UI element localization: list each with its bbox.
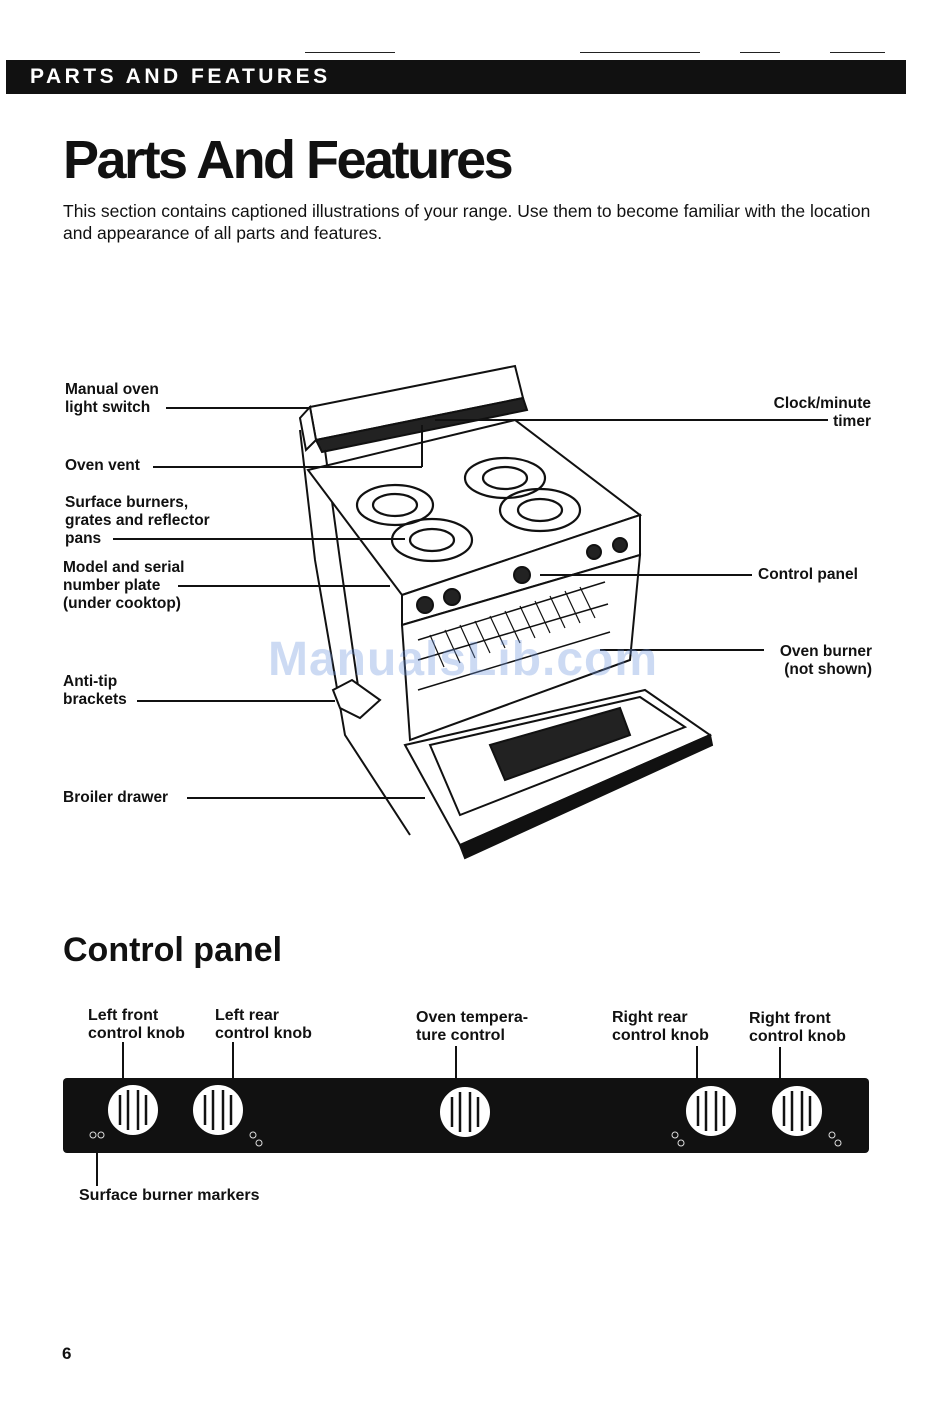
intro-paragraph: This section contains captioned illustra… bbox=[63, 201, 871, 243]
right-rear-knob-label: Right rear control knob bbox=[612, 1009, 709, 1044]
control-panel-label: Control panel bbox=[758, 566, 858, 583]
right-front-knob-label: Right front control knob bbox=[749, 1010, 846, 1045]
right-rear-knob bbox=[684, 1084, 738, 1138]
top-rule bbox=[740, 52, 780, 53]
section-header-bar: PARTS AND FEATURES bbox=[6, 60, 906, 94]
surface-burners-label: Surface burners, grates and reflector pa… bbox=[65, 494, 210, 547]
broiler-drawer-label: Broiler drawer bbox=[63, 789, 169, 806]
model-serial-plate-label: Model and serial number plate (under coo… bbox=[63, 559, 185, 612]
watermark: ManualsLib.com bbox=[268, 633, 659, 686]
manual-oven-light-switch-label: Manual oven light switch bbox=[65, 381, 159, 416]
page-number: 6 bbox=[62, 1344, 72, 1363]
surface-burner-markers-label: Surface burner markers bbox=[79, 1187, 260, 1204]
left-rear-knob bbox=[191, 1083, 245, 1137]
oven-temp-knob bbox=[438, 1085, 492, 1139]
left-front-knob bbox=[106, 1083, 160, 1137]
top-rule bbox=[305, 52, 395, 53]
clock-timer-label: Clock/minute timer bbox=[773, 395, 871, 430]
left-front-knob-label: Left front control knob bbox=[88, 1007, 185, 1042]
top-rule bbox=[580, 52, 700, 53]
oven-temp-control-label: Oven tempera- ture control bbox=[416, 1009, 529, 1044]
oven-vent-label: Oven vent bbox=[65, 457, 140, 474]
left-rear-knob-label: Left rear control knob bbox=[215, 1007, 312, 1042]
section-title: Control panel bbox=[63, 931, 283, 969]
page-title: Parts And Features bbox=[63, 130, 514, 190]
top-rule bbox=[830, 52, 885, 53]
oven-burner-label: Oven burner (not shown) bbox=[779, 643, 872, 678]
anti-tip-brackets-label: Anti-tip brackets bbox=[63, 673, 127, 708]
surface-burner-markers bbox=[89, 1131, 842, 1147]
right-front-knob bbox=[770, 1084, 824, 1138]
